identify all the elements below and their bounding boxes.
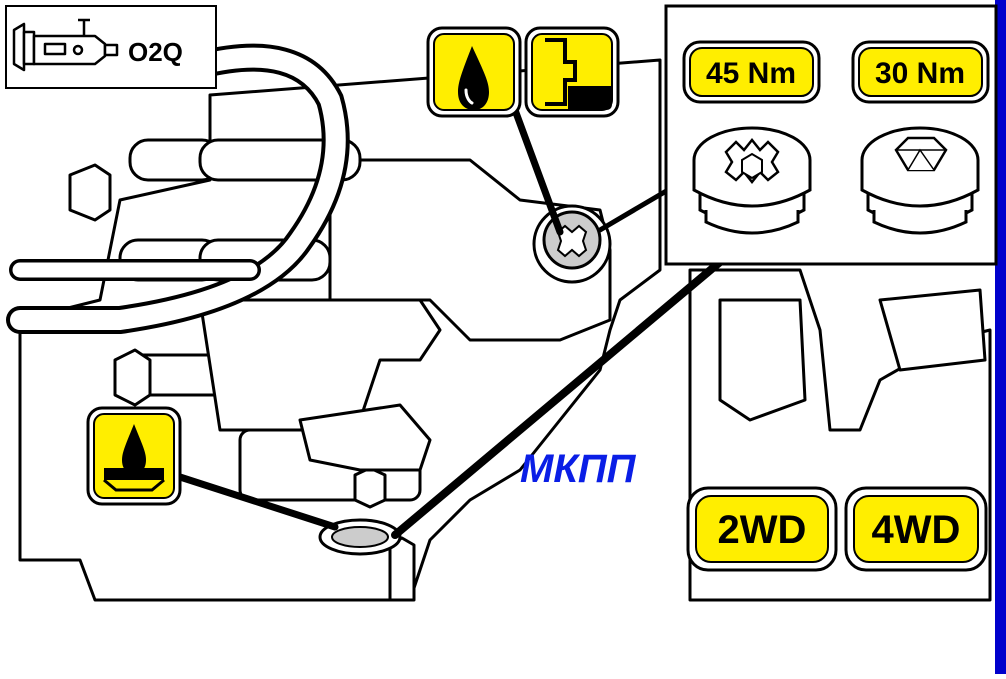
hex-plug-icon — [860, 126, 980, 235]
torque-inset: 45 Nm 30 Nm — [664, 4, 998, 266]
gearbox-icon — [12, 18, 119, 72]
fill-plug — [532, 204, 612, 284]
oil-drain-icon — [86, 406, 182, 506]
drive-badge-2wd: 2WD — [686, 486, 838, 572]
callout-lines — [176, 106, 724, 539]
gearbox-type-label: МКПП — [520, 447, 637, 491]
torque-label-30: 30 Nm — [875, 57, 965, 90]
hose — [6, 43, 350, 334]
torque-badge-45: 45 Nm — [682, 40, 821, 104]
drive-label-4wd: 4WD — [872, 508, 961, 552]
drive-label-2wd: 2WD — [718, 508, 807, 552]
drain-plug — [318, 518, 402, 556]
gearbox-code-box: O2Q — [5, 5, 217, 89]
oil-level-icon — [524, 26, 620, 118]
edge-strip — [995, 0, 1006, 674]
drive-badge-4wd: 4WD — [844, 486, 988, 572]
spline-plug-icon — [692, 126, 812, 235]
gearbox-code: O2Q — [128, 37, 183, 67]
torque-label-45: 45 Nm — [706, 57, 796, 90]
torque-badge-30: 30 Nm — [851, 40, 990, 104]
oil-drop-icon — [426, 26, 522, 118]
